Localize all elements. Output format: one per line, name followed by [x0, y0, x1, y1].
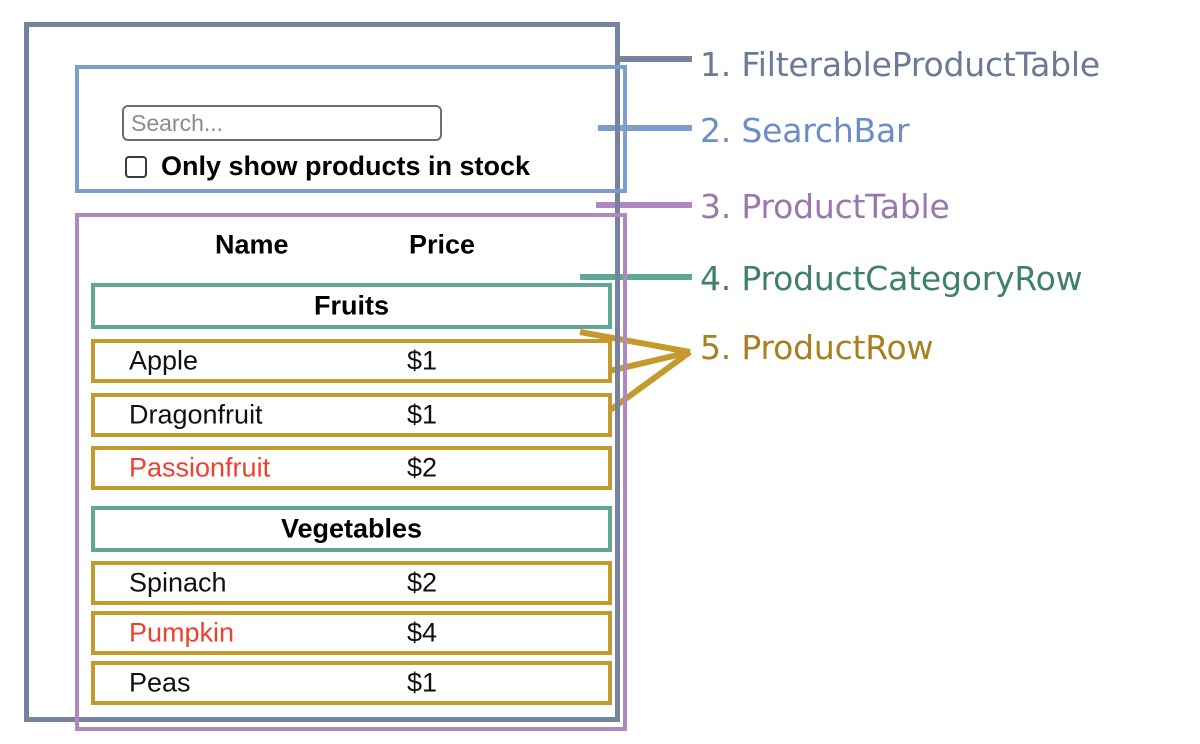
product-row: Peas $1 — [91, 661, 612, 705]
product-price: $2 — [407, 567, 438, 598]
product-table-frame: Name Price Fruits Apple $1 Dragonfruit $… — [75, 213, 627, 731]
product-price: $1 — [407, 345, 438, 376]
product-category-label: Vegetables — [280, 513, 423, 544]
column-header-name: Name — [215, 229, 289, 260]
product-price: $1 — [407, 399, 438, 430]
product-name: Apple — [129, 345, 199, 376]
product-row: Dragonfruit $1 — [91, 393, 612, 437]
filterable-product-table-frame: Only show products in stock Name Price F… — [24, 22, 627, 731]
search-input[interactable] — [122, 105, 442, 141]
product-name: Dragonfruit — [129, 399, 263, 430]
product-category-row: Vegetables — [91, 506, 612, 552]
product-name: Pumpkin — [129, 617, 235, 648]
product-name: Peas — [129, 667, 191, 698]
product-price: $1 — [407, 667, 438, 698]
only-in-stock-checkbox[interactable] — [125, 155, 147, 178]
product-price: $4 — [407, 617, 438, 648]
product-category-row: Fruits — [91, 283, 612, 329]
product-category-label: Fruits — [313, 290, 389, 321]
search-bar-frame: Only show products in stock — [75, 65, 627, 193]
legend-label-filterable-product-table: 1. FilterableProductTable — [700, 45, 1100, 84]
only-in-stock-label: Only show products in stock — [161, 151, 531, 181]
legend-label-search-bar: 2. SearchBar — [700, 111, 910, 150]
product-row: Spinach $2 — [91, 561, 612, 605]
product-price: $2 — [407, 452, 438, 483]
product-row: Pumpkin $4 — [91, 611, 612, 655]
legend-label-product-table: 3. ProductTable — [700, 187, 950, 226]
legend-label-product-row: 5. ProductRow — [700, 328, 934, 367]
product-row: Passionfruit $2 — [91, 446, 612, 490]
in-stock-filter-row[interactable]: Only show products in stock — [125, 153, 530, 180]
product-table-header-row: Name Price — [91, 223, 615, 267]
product-name: Spinach — [129, 567, 227, 598]
product-name: Passionfruit — [129, 452, 271, 483]
product-row: Apple $1 — [91, 339, 612, 383]
column-header-price: Price — [409, 229, 476, 260]
legend-label-product-category-row: 4. ProductCategoryRow — [700, 259, 1083, 298]
